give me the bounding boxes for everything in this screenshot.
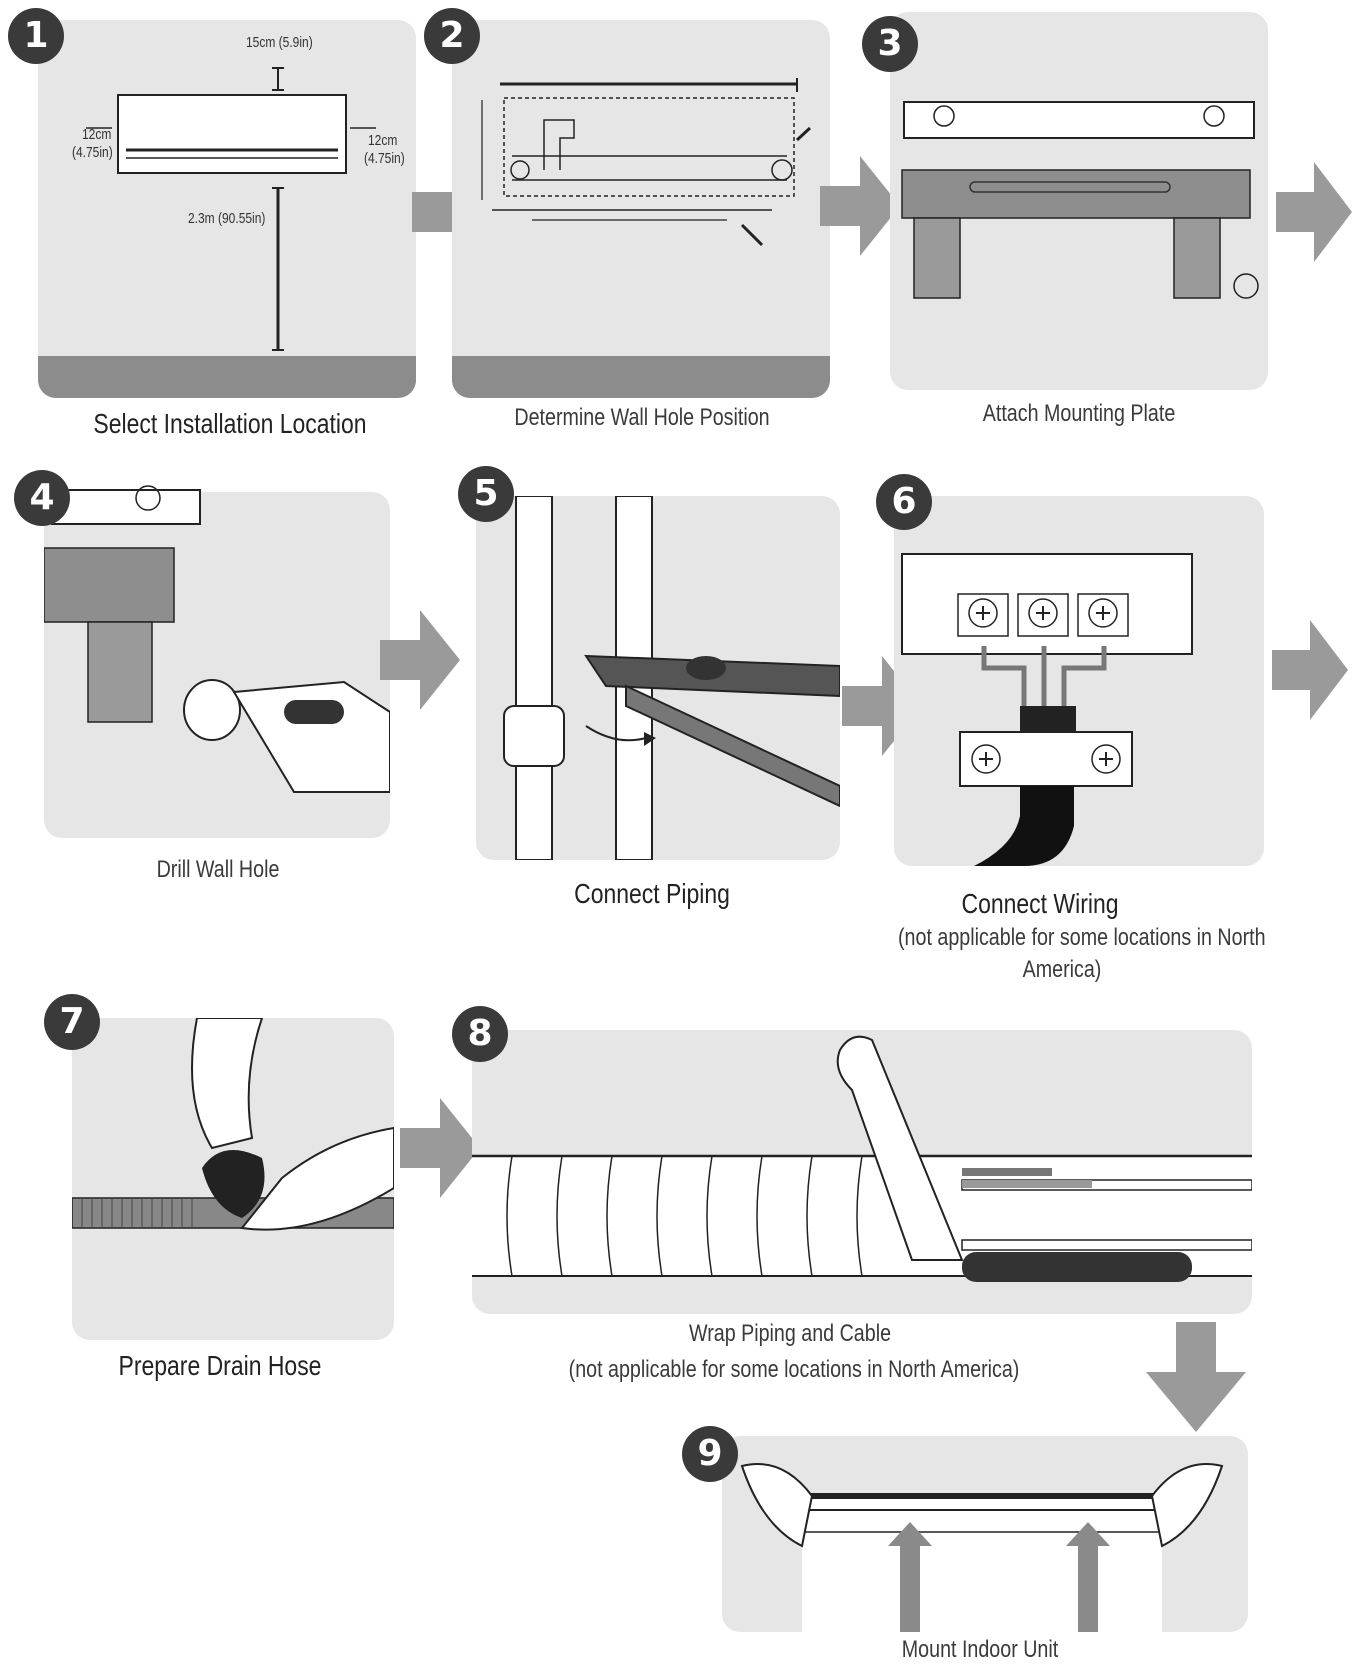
mount-unit-illustration	[740, 1463, 1224, 1632]
arrow-right-icon	[1272, 620, 1348, 720]
step-5-badge: 5	[458, 466, 514, 522]
step-6-caption: Connect Wiring	[961, 888, 1119, 919]
drain-hose-illustration	[72, 1018, 394, 1231]
step-9-badge: 9	[682, 1426, 738, 1482]
step-2-caption: Determine Wall Hole Position	[514, 404, 770, 431]
step-3-badge: 3	[862, 16, 918, 72]
floor-strip	[38, 356, 416, 398]
step-8-panel	[472, 1030, 1252, 1314]
wall-template-outline	[481, 78, 812, 247]
drill-illustration	[44, 547, 390, 793]
dim-floor: 2.3m (90.55in)	[188, 210, 266, 227]
arrow-right-icon	[820, 156, 900, 256]
arrow-right-icon	[400, 1098, 480, 1198]
step-4-caption: Drill Wall Hole	[156, 856, 280, 883]
step-8-badge: 8	[452, 1006, 508, 1062]
step-9-caption: Mount Indoor Unit	[901, 1636, 1059, 1663]
arrow-right-icon	[380, 610, 460, 710]
step-4-panel	[44, 492, 390, 838]
step-8-caption: Wrap Piping and Cable	[688, 1320, 892, 1347]
step-7-badge: 7	[44, 994, 100, 1050]
step-6-badge: 6	[876, 474, 932, 530]
dim-right-in: (4.75in)	[364, 150, 405, 167]
pipe-wrench-illustration	[503, 496, 840, 860]
step-7-caption: Prepare Drain Hose	[118, 1350, 322, 1381]
dim-top: 15cm (5.9in)	[246, 34, 313, 51]
dim-right-cm: 12cm	[368, 132, 398, 149]
step-6-note-line1: (not applicable for some locations in No…	[898, 924, 1266, 951]
arrow-down-icon	[1146, 1322, 1246, 1432]
step-3-panel	[890, 12, 1268, 390]
step-8-note: (not applicable for some locations in No…	[568, 1356, 1020, 1383]
dim-left-in: (4.75in)	[72, 144, 113, 161]
step-3-caption: Attach Mounting Plate	[982, 400, 1176, 427]
indoor-unit-outline	[86, 67, 376, 351]
step-7-panel	[72, 1018, 394, 1340]
step-4-badge: 4	[14, 470, 70, 526]
mounting-plate-outline	[901, 101, 1259, 299]
step-5-caption: Connect Piping	[574, 878, 730, 909]
step-6-note-line2: America)	[1022, 956, 1102, 983]
step-6-panel	[894, 496, 1264, 866]
step-1-caption: Select Installation Location	[93, 408, 367, 439]
step-2-panel	[452, 20, 830, 398]
terminal-block-illustration	[901, 553, 1193, 866]
wrap-piping-illustration	[472, 1035, 1252, 1282]
step-9-panel	[722, 1436, 1248, 1632]
step-1-panel: 15cm (5.9in) 12cm (4.75in) 12cm (4.75in)…	[38, 20, 416, 398]
dim-left-cm: 12cm	[82, 126, 112, 143]
step-1-badge: 1	[8, 8, 64, 64]
level-ruler	[51, 485, 201, 525]
step-5-panel	[476, 496, 840, 860]
floor-strip	[452, 356, 830, 398]
arrow-right-icon	[1276, 162, 1352, 262]
step-2-badge: 2	[424, 8, 480, 64]
